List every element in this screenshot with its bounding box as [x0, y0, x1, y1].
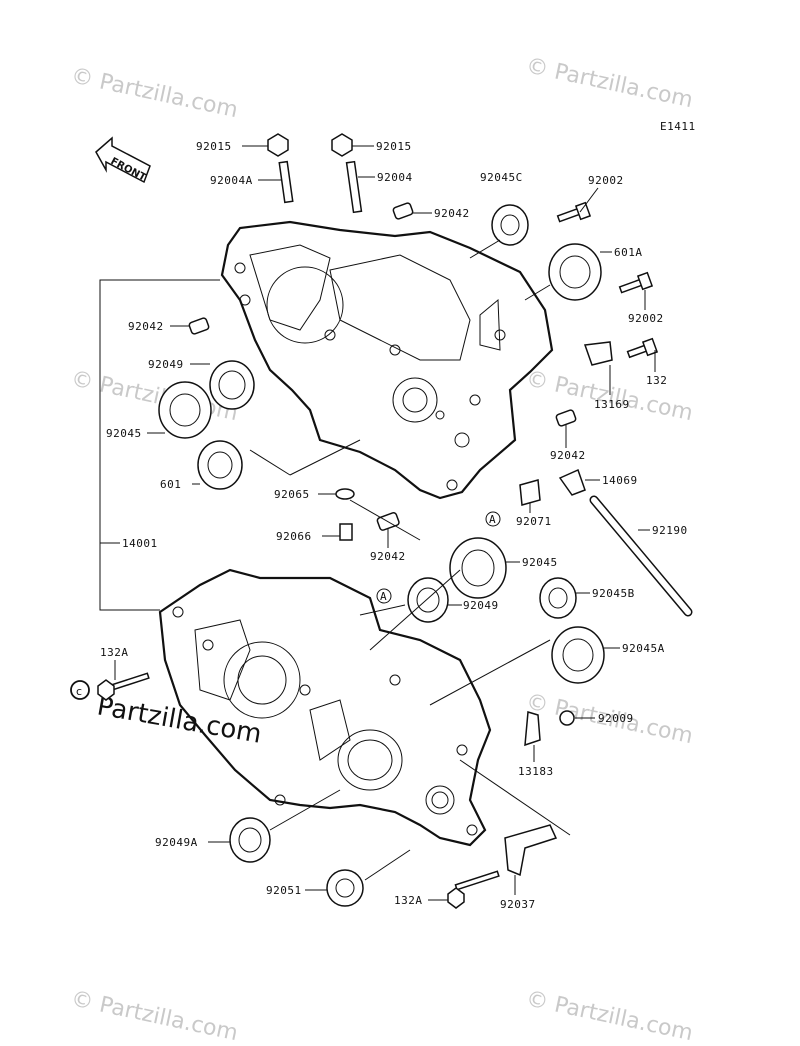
copyright-circle-icon — [70, 680, 90, 700]
bearing-icon — [197, 440, 243, 490]
part-label: 92049 — [463, 599, 499, 612]
bearing-icon — [491, 204, 529, 246]
svg-text:A: A — [489, 513, 496, 526]
part-label: 92042 — [128, 320, 164, 333]
bearing-icon — [449, 537, 507, 599]
oil-seal-icon — [326, 869, 364, 907]
watermark-top-left: © Partzilla.com — [69, 63, 240, 123]
part-label: 132 — [646, 374, 667, 387]
nut-icon — [331, 133, 353, 157]
stud-icon — [278, 160, 294, 204]
elbow-fitting-icon — [558, 468, 586, 496]
watermark-mid-right: © Partzilla.com — [524, 366, 695, 426]
bearing-icon — [539, 577, 577, 619]
front-arrow-icon: FRONT — [95, 136, 151, 184]
part-label: 13183 — [518, 765, 554, 778]
bracket-icon — [524, 711, 541, 747]
clamp-icon — [519, 479, 541, 506]
part-label: 92015 — [376, 140, 412, 153]
part-label: 14069 — [602, 474, 638, 487]
part-label: 92002 — [628, 312, 664, 325]
oil-seal-icon — [209, 360, 255, 410]
part-label: 92037 — [500, 898, 536, 911]
bolt-icon — [97, 672, 150, 701]
leader-lines — [100, 145, 656, 901]
dowel-pin-icon — [392, 202, 414, 220]
watermark-bottom-left: © Partzilla.com — [69, 986, 240, 1046]
part-label: 132A — [100, 646, 129, 659]
upper-crankcase — [220, 220, 554, 500]
washer-bolt-icon — [559, 710, 575, 726]
part-label: 92009 — [598, 712, 634, 725]
part-label: 92049A — [155, 836, 198, 849]
watermark-bottom-right: © Partzilla.com — [524, 986, 695, 1046]
bearing-icon — [158, 381, 212, 439]
bearing-icon — [551, 626, 605, 684]
watermark-top-right: © Partzilla.com — [524, 53, 695, 113]
part-label: 92190 — [652, 524, 688, 537]
part-label: 601A — [614, 246, 643, 259]
bearing-icon — [548, 243, 602, 301]
washer-icon — [335, 488, 355, 500]
part-labels: 92015 92015 92004A 92004 92045C 92002 92… — [100, 140, 688, 911]
bolt-icon — [626, 337, 659, 359]
diagram-code: E1411 — [660, 120, 696, 133]
bolt-icon — [447, 870, 500, 909]
part-label: 92045 — [522, 556, 558, 569]
stud-icon — [345, 160, 363, 214]
dowel-pin-icon — [555, 409, 577, 427]
part-label: 92045 — [106, 427, 142, 440]
part-label: 92049 — [148, 358, 184, 371]
part-label: 14001 — [122, 537, 158, 550]
nut-icon — [267, 133, 289, 157]
part-label: 92045C — [480, 171, 523, 184]
part-label: 92042 — [434, 207, 470, 220]
part-label: 92004A — [210, 174, 253, 187]
part-label: 601 — [160, 478, 181, 491]
assembly-bracket-line — [99, 279, 220, 611]
part-label: 92004 — [377, 171, 413, 184]
svg-text:A: A — [380, 590, 387, 603]
bracket-icon — [504, 824, 558, 877]
part-label: 92065 — [274, 488, 310, 501]
oil-seal-icon — [229, 817, 271, 863]
lower-crankcase — [158, 568, 492, 847]
drain-plug-icon — [339, 523, 353, 541]
part-label: 13169 — [594, 398, 630, 411]
part-label: 92042 — [550, 449, 586, 462]
part-label: 92071 — [516, 515, 552, 528]
bracket-icon — [583, 341, 613, 366]
part-label: 92066 — [276, 530, 312, 543]
bolt-icon — [618, 271, 654, 294]
dowel-pin-icon — [188, 317, 210, 335]
ref-marker-a: A — [485, 511, 501, 527]
part-label: 92015 — [196, 140, 232, 153]
oil-seal-icon — [407, 577, 449, 623]
bolt-icon — [556, 201, 592, 223]
part-label: 92051 — [266, 884, 302, 897]
part-label: 132A — [394, 894, 423, 907]
part-label: 92002 — [588, 174, 624, 187]
part-label: 92045B — [592, 587, 635, 600]
part-label: 92045A — [622, 642, 665, 655]
svg-text:c: c — [76, 685, 82, 698]
ref-marker-a: A — [376, 588, 392, 604]
part-label: 92042 — [370, 550, 406, 563]
